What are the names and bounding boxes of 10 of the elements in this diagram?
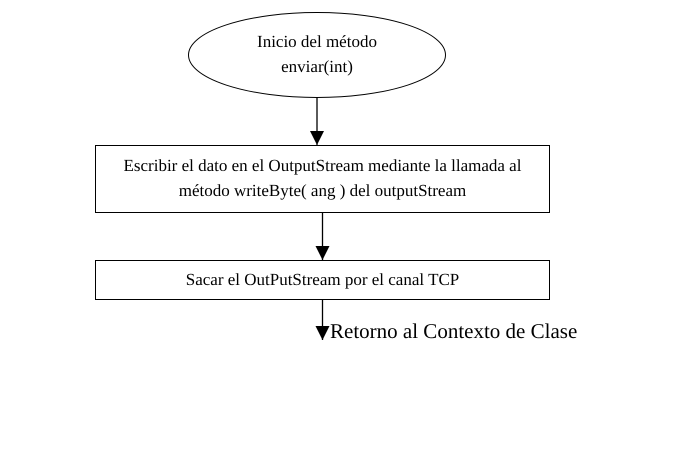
process-box bbox=[95, 260, 550, 300]
arrow bbox=[316, 300, 330, 340]
node-text: Sacar el OutPutStream por el canal TCP bbox=[186, 268, 460, 291]
process-box bbox=[95, 145, 550, 213]
arrow bbox=[316, 213, 330, 260]
node-text: Escribir el dato en el OutputStream mediante la llamada al método writeByte( ang ) del outputStream bbox=[122, 155, 522, 202]
start-ellipse bbox=[188, 12, 446, 98]
node-text: Retorno al Contexto de Clase bbox=[330, 318, 578, 345]
node-text: Inicio del método enviar(int) bbox=[256, 31, 378, 78]
arrow bbox=[310, 98, 324, 145]
